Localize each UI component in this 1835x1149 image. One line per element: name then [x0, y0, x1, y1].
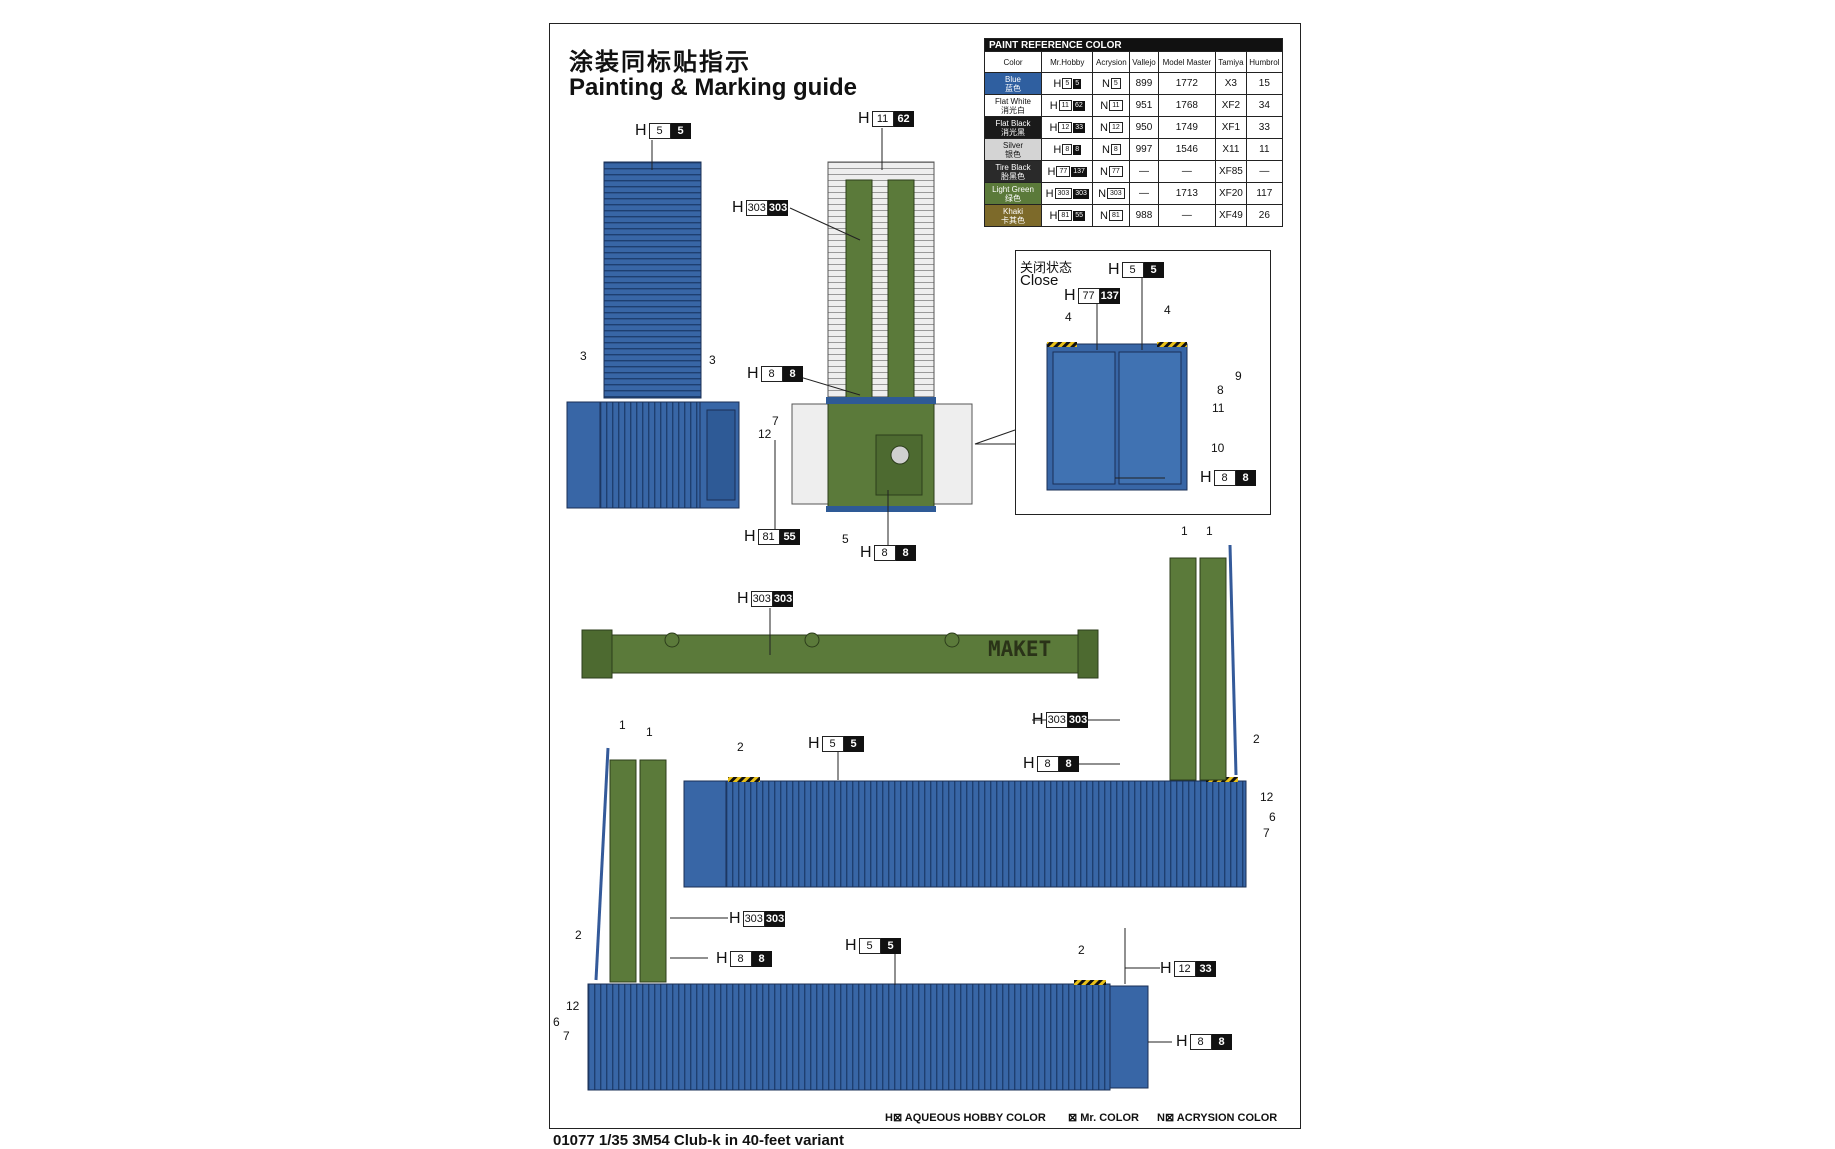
color-name-en: Flat White: [994, 96, 1031, 106]
part-number: 12: [566, 999, 580, 1013]
inset-title-chinese: 关闭状态: [1020, 261, 1073, 276]
part-number: 1: [1206, 524, 1213, 538]
part-number: 2: [1078, 943, 1085, 957]
model-master-code: —: [1157, 204, 1217, 227]
inset-container-doors: [974, 342, 1188, 491]
part-number: 2: [1253, 732, 1260, 746]
part-number: 7: [563, 1029, 570, 1043]
color-name-en: Silver: [1002, 140, 1023, 150]
color-name-en: Blue: [1004, 74, 1021, 84]
legend-mr-color: ⊠ Mr. COLOR: [1068, 1112, 1139, 1124]
color-name-cn: 消光白: [1001, 105, 1025, 115]
color-name-en: Khaki: [1002, 206, 1023, 216]
missile-tube-side: MAKET: [581, 629, 1099, 679]
part-number: 2: [737, 740, 744, 754]
color-name-cn: 消光黑: [1001, 127, 1025, 137]
title-english: Painting & Marking guide: [569, 74, 858, 101]
vallejo-code: 988: [1129, 204, 1159, 227]
part-number: 4: [1065, 310, 1072, 324]
part-number: 2: [575, 928, 582, 942]
color-name-cn: 胎黑色: [1001, 171, 1025, 181]
container-launcher-end-view: [791, 161, 973, 512]
part-number: 12: [758, 427, 772, 441]
color-name-en: Light Green: [992, 184, 1034, 194]
title-chinese: 涂装同标贴指示: [569, 48, 751, 76]
footer-product-title: 01077 1/35 3M54 Club-k in 40-feet varian…: [553, 1132, 844, 1149]
color-name-cn: 绿色: [1005, 193, 1021, 203]
part-number: 7: [772, 414, 779, 428]
part-number: 10: [1211, 441, 1225, 455]
part-number: 7: [1263, 826, 1270, 840]
part-number: 4: [1164, 303, 1171, 317]
legend-acrysion: N⊠ ACRYSION COLOR: [1157, 1112, 1278, 1124]
maket-label: MAKET: [988, 637, 1051, 661]
part-number: 12: [1260, 790, 1274, 804]
vallejo-code: 950: [1129, 116, 1159, 139]
part-number: 9: [1235, 369, 1242, 383]
legend-aqueous: H⊠ AQUEOUS HOBBY COLOR: [885, 1112, 1046, 1124]
humbrol-code: —: [1245, 160, 1284, 183]
part-number: 11: [1212, 401, 1225, 415]
part-number: 6: [1269, 810, 1276, 824]
color-name-cn: 银色: [1005, 149, 1021, 159]
color-name-en: Tire Black: [995, 162, 1031, 172]
paint-reference-table: PAINT REFERENCE COLOR Color Mr.Hobby Acr…: [984, 38, 1284, 227]
part-number: 3: [580, 349, 587, 363]
color-name-cn: 蓝色: [1005, 83, 1021, 93]
container-side-view-lower: [587, 747, 1149, 1091]
part-number: 1: [646, 725, 653, 739]
inset-title-english: Close: [1020, 272, 1059, 289]
color-name-cn: 卡其色: [1001, 215, 1025, 225]
container-side-view-upper: [683, 544, 1247, 888]
container-top-view: [566, 161, 740, 509]
color-name-en: Flat Black: [995, 118, 1031, 128]
part-number: 3: [709, 353, 716, 367]
color-swatch: Flat Black 消光黑: [984, 116, 1042, 139]
part-number: 1: [619, 718, 626, 732]
part-number: 1: [1181, 524, 1188, 538]
part-number: 6: [553, 1015, 560, 1029]
part-number: 8: [1217, 383, 1224, 397]
part-number: 5: [842, 532, 849, 546]
leader-lines: [651, 128, 1172, 1043]
humbrol-code: 26: [1245, 204, 1284, 227]
